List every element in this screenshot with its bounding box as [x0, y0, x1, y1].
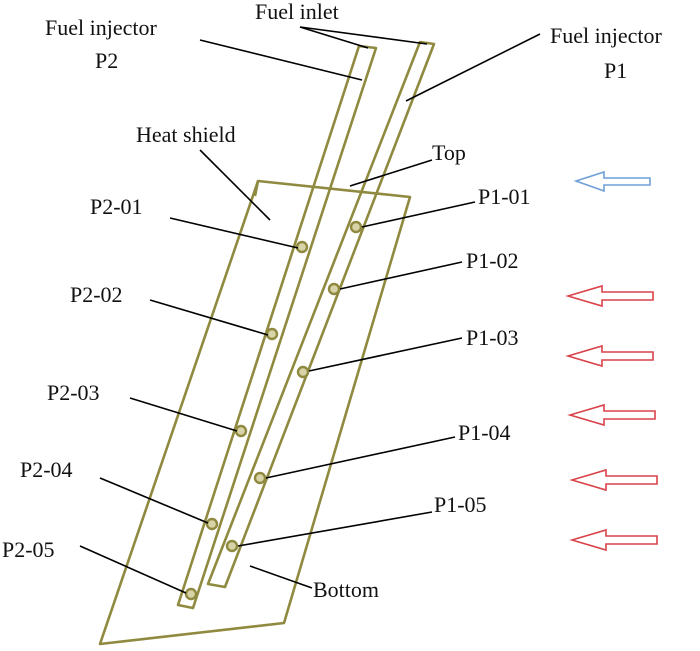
flow-arrow-red-1: [565, 284, 654, 308]
label-heat-shield: Heat shield: [136, 122, 236, 147]
label-p1-05: P1-05: [434, 492, 487, 517]
label-p1-03: P1-03: [466, 325, 519, 350]
flow-arrow-blue: [573, 170, 651, 193]
leader-p2-03: [129, 397, 238, 432]
label-p2-01: P2-01: [90, 194, 143, 219]
leader-p2-04: [99, 477, 209, 524]
flow-arrow-red-3: [567, 403, 656, 427]
label-p2-04: P2-04: [20, 457, 73, 482]
heat-shield-top-edge: [253, 180, 260, 197]
leader-p1-01: [361, 201, 476, 228]
port-p1-01: [349, 220, 363, 234]
leader-fuel-inlet-right: [299, 26, 428, 45]
leader-heat-shield: [199, 149, 271, 221]
label-fuel-injector-p2-line1: Fuel injector: [45, 15, 157, 40]
port-p2-03: [234, 424, 248, 438]
flow-arrow-red-2: [565, 344, 654, 368]
label-fuel-injector-p1-line2: P1: [604, 58, 627, 83]
port-p2-01: [295, 240, 309, 254]
port-p2-02: [265, 327, 279, 341]
ports-p1-group: [225, 220, 363, 553]
leader-p2-05: [79, 545, 187, 594]
leader-fuel-inlet-left: [299, 26, 369, 49]
leader-p2-01: [169, 217, 299, 249]
fuel-injector-p2-strip: [176, 44, 378, 610]
port-p1-05: [225, 539, 239, 553]
ports-p2-group: [184, 240, 309, 601]
port-p1-04: [253, 471, 267, 485]
label-p1-02: P1-02: [466, 248, 519, 273]
leader-lines: [79, 26, 541, 594]
label-p1-04: P1-04: [458, 420, 511, 445]
flow-arrows: [565, 170, 658, 552]
heat-shield-outline: [98, 179, 412, 646]
leader-top: [349, 159, 433, 187]
label-p2-05: P2-05: [2, 537, 55, 562]
label-p2-03: P2-03: [47, 380, 100, 405]
label-top: Top: [432, 140, 466, 165]
flow-arrow-red-4: [569, 468, 658, 492]
port-p2-04: [205, 517, 219, 531]
leader-p1-05: [237, 511, 433, 547]
leader-p2-02: [149, 299, 269, 336]
leader-bottom: [249, 565, 313, 589]
label-bottom: Bottom: [313, 577, 379, 602]
port-p1-03: [296, 365, 310, 379]
label-fuel-inlet: Fuel inlet: [255, 0, 339, 24]
label-fuel-injector-p1-line1: Fuel injector: [550, 23, 662, 48]
leader-p1-03: [308, 337, 463, 372]
label-fuel-injector-p2-line2: P2: [95, 48, 118, 73]
flow-arrow-red-5: [569, 528, 658, 552]
port-p2-05: [184, 587, 198, 601]
label-p2-02: P2-02: [70, 282, 123, 307]
port-p1-02: [327, 282, 341, 296]
leader-fuel-injector-p2: [199, 39, 363, 81]
fuel-injector-p1-strip: [206, 40, 436, 589]
leader-p1-02: [339, 261, 463, 290]
label-p1-01: P1-01: [478, 184, 531, 209]
leader-p1-04: [265, 436, 456, 479]
leader-fuel-injector-p1: [405, 33, 541, 102]
